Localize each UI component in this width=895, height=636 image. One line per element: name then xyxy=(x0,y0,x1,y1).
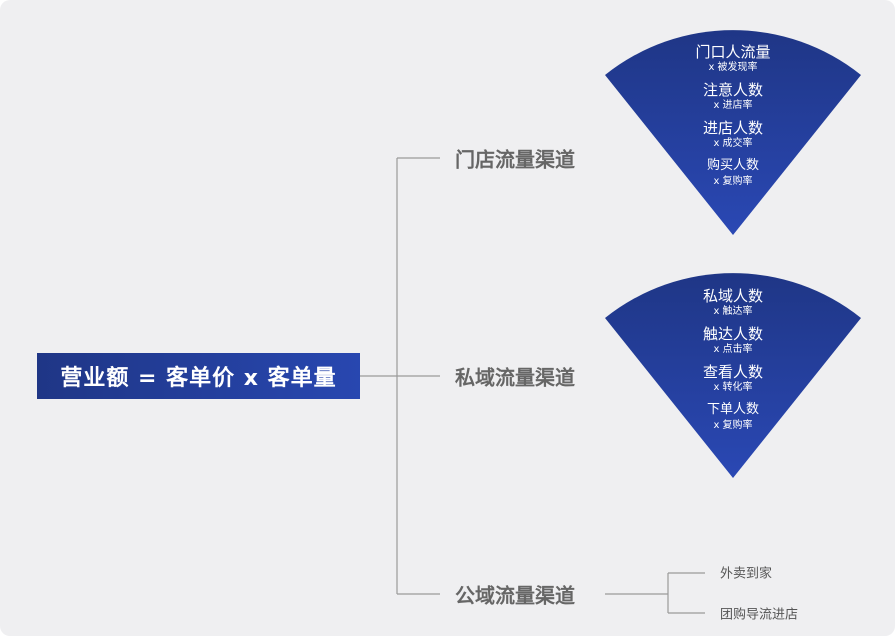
funnel-rate: x 转化率 xyxy=(713,382,753,393)
funnel-rate: x 被发现率 xyxy=(708,62,758,73)
funnel-shape-private xyxy=(605,273,861,478)
branch-store: 门店流量渠道 xyxy=(455,147,575,172)
funnel-stage: 查看人数 xyxy=(702,363,763,381)
funnel-stage: 进店人数 xyxy=(702,119,763,137)
funnel-rate: x 成交率 xyxy=(713,138,753,149)
leaf-delivery: 外卖到家 xyxy=(720,566,773,582)
funnel-stage: 私域人数 xyxy=(702,287,763,305)
branch-public: 公域流量渠道 xyxy=(455,583,575,608)
funnel-shape-store xyxy=(605,30,861,235)
funnel-rate: x 进店率 xyxy=(713,100,753,111)
funnel-rate: x 复购率 xyxy=(713,420,753,431)
leaf-groupbuy: 团购导流进店 xyxy=(720,607,799,623)
funnel-stage: 购买人数 xyxy=(706,158,759,173)
funnel-rate: x 复购率 xyxy=(713,176,753,187)
branch-private: 私域流量渠道 xyxy=(455,365,575,390)
funnel-stage: 触达人数 xyxy=(702,325,763,343)
funnel-stage: 门口人流量 xyxy=(695,43,771,61)
funnel-rate: x 点击率 xyxy=(713,344,753,355)
funnel-stage: 注意人数 xyxy=(702,81,763,99)
funnel-rate: x 触达率 xyxy=(713,306,753,317)
funnel-stage: 下单人数 xyxy=(706,402,759,417)
root-node: 营业额 = 客单价 x 客单量 xyxy=(37,353,360,399)
